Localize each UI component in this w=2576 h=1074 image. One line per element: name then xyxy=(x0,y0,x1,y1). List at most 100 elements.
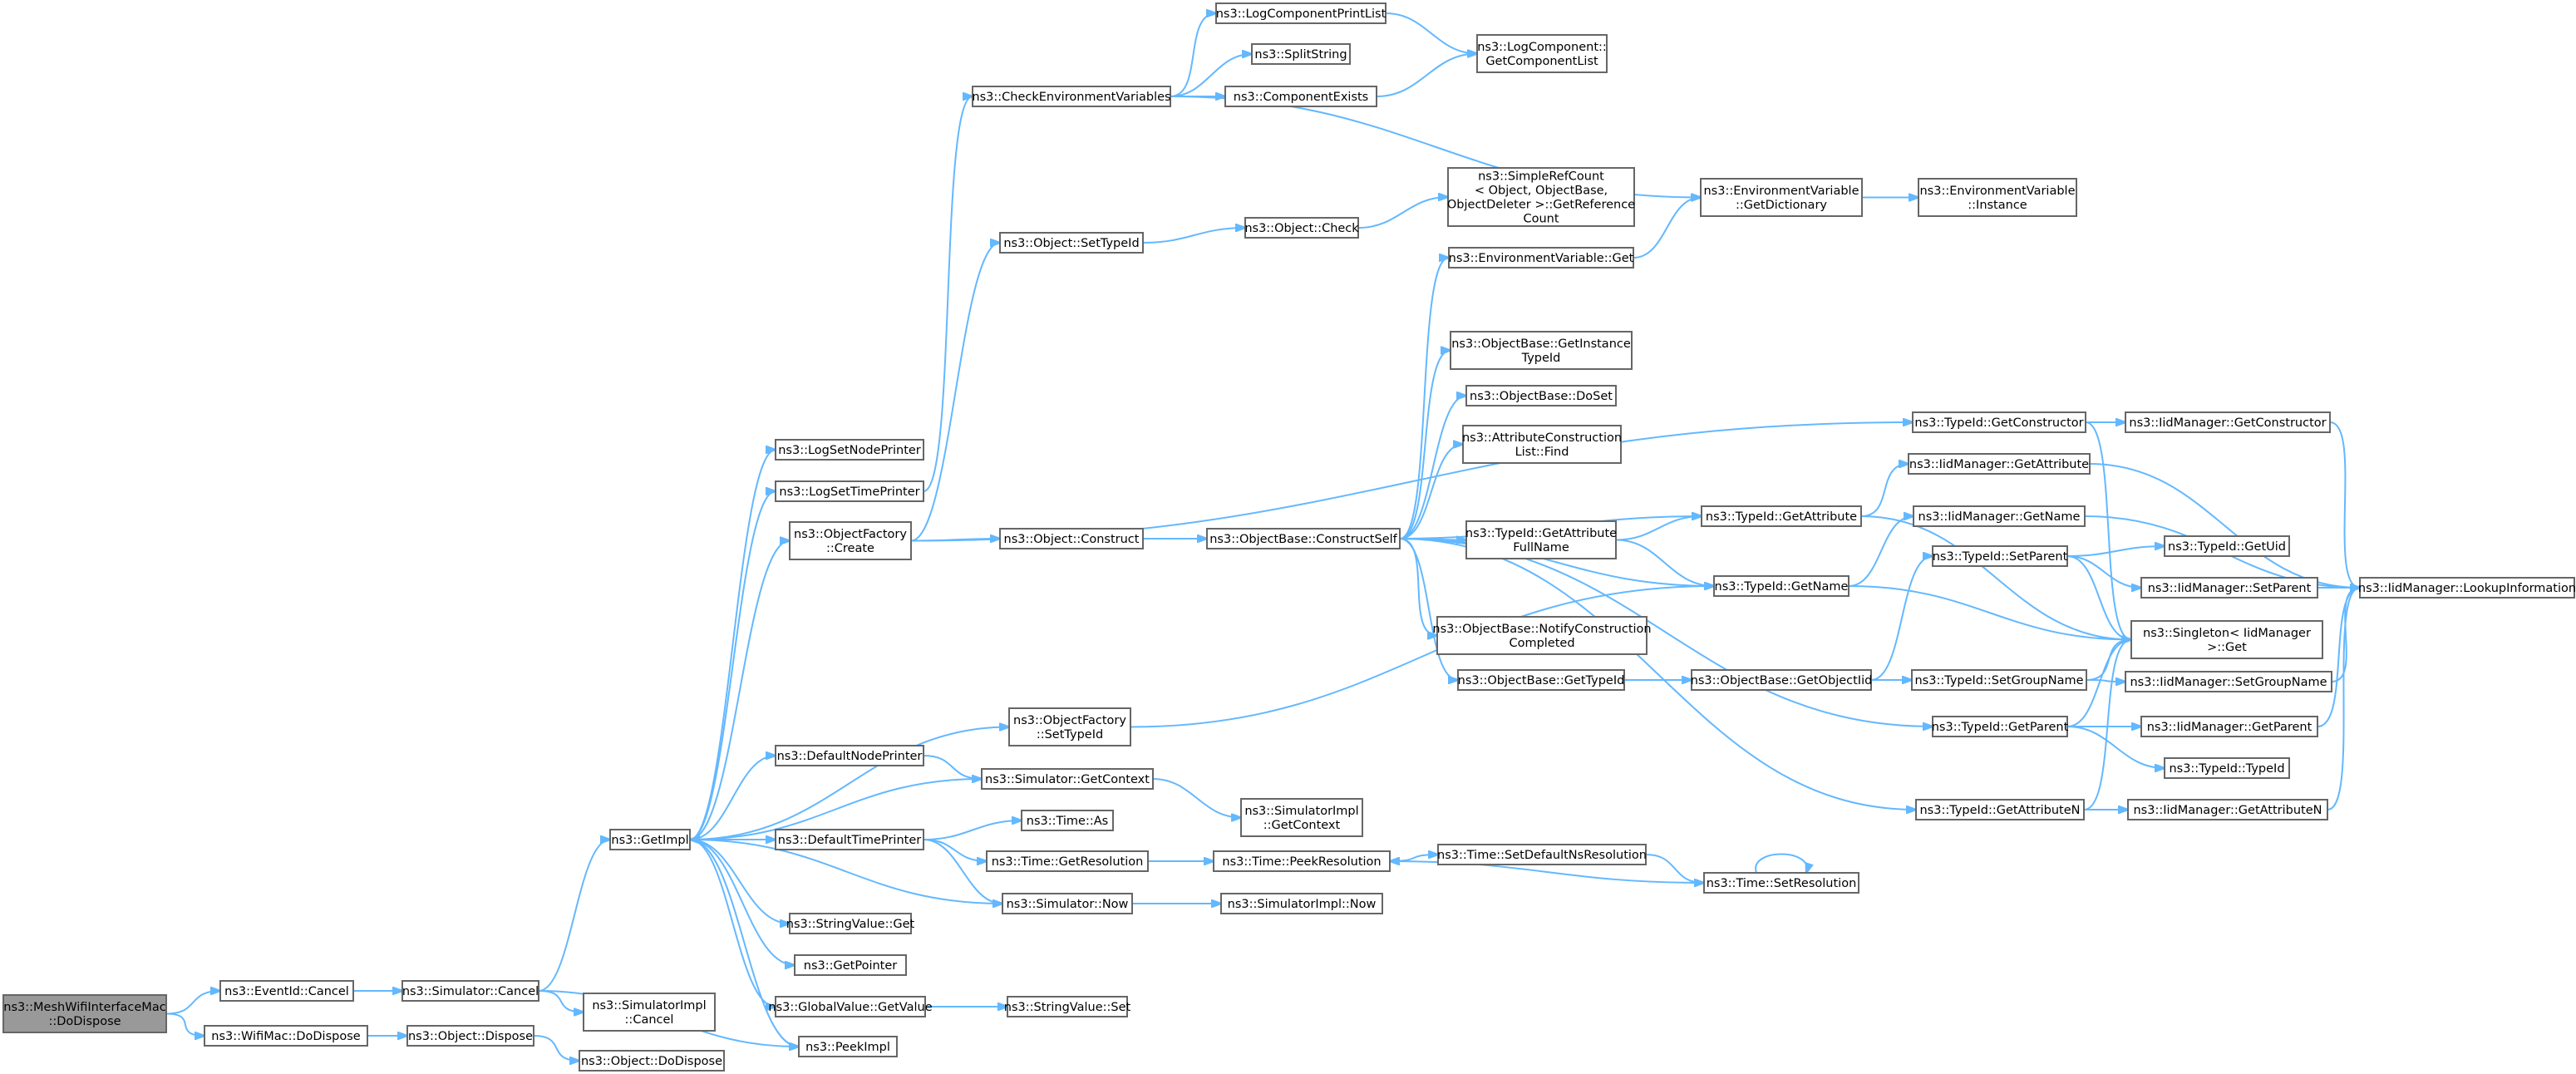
node-box xyxy=(401,980,539,1002)
node-root[interactable]: ns3::MeshWifiInterfaceMac::DoDispose xyxy=(2,994,167,1033)
node-sim-getcontext[interactable]: ns3::Simulator::GetContext xyxy=(981,768,1154,790)
node-typeid-getuid[interactable]: ns3::TypeId::GetUid xyxy=(2164,535,2290,557)
node-box xyxy=(1911,669,2087,691)
node-simimpl-getcontext[interactable]: ns3::SimulatorImpl::GetContext xyxy=(1240,798,1363,837)
node-peekimpl[interactable]: ns3::PeekImpl xyxy=(798,1036,898,1057)
node-sim-cancel[interactable]: ns3::Simulator::Cancel xyxy=(401,980,539,1002)
node-obj-dispose[interactable]: ns3::Object::Dispose xyxy=(406,1025,534,1047)
node-label: < Object, ObjectBase, xyxy=(1475,185,1608,198)
edge-typeid-setparent-to-singleton-get xyxy=(2066,555,2131,640)
node-default-timeprinter[interactable]: ns3::DefaultTimePrinter xyxy=(775,829,924,850)
edge-objbase-constructself-to-objbase-getinstancetypeid xyxy=(1399,351,1451,539)
node-box xyxy=(2130,620,2323,659)
node-typeid-setparent[interactable]: ns3::TypeId::SetParent xyxy=(1932,545,2068,567)
node-objbase-getobjectiid[interactable]: ns3::ObjectBase::GetObjectIid xyxy=(1691,669,1873,691)
node-logcomp-getlist[interactable]: ns3::LogComponent::GetComponentList xyxy=(1476,34,1608,73)
node-time-peekresolution[interactable]: ns3::Time::PeekResolution xyxy=(1213,850,1391,872)
node-envvar-instance[interactable]: ns3::EnvironmentVariable::Instance xyxy=(1918,178,2077,217)
node-log-printlist[interactable]: ns3::LogComponentPrintList xyxy=(1215,2,1387,24)
node-label: ::SetTypeId xyxy=(1037,728,1103,741)
node-objbase-gettypeid[interactable]: ns3::ObjectBase::GetTypeId xyxy=(1457,669,1625,691)
node-box xyxy=(1465,520,1617,559)
edge-objbase-constructself-to-objbase-gettypeid xyxy=(1399,538,1458,680)
node-iidmgr-getconstructor[interactable]: ns3::IidManager::GetConstructor xyxy=(2125,411,2331,433)
node-simimpl-now[interactable]: ns3::SimulatorImpl::Now xyxy=(1220,893,1383,914)
node-sim-now[interactable]: ns3::Simulator::Now xyxy=(1002,893,1133,914)
node-component-exists[interactable]: ns3::ComponentExists xyxy=(1224,86,1377,107)
node-label: ::GetContext xyxy=(1263,819,1341,832)
node-time-as[interactable]: ns3::Time::As xyxy=(1021,810,1114,831)
node-envvar-get[interactable]: ns3::EnvironmentVariable::Get xyxy=(1448,247,1634,268)
edge-objbase-constructself-to-attrconstruction-find xyxy=(1399,445,1463,539)
node-objbase-doset[interactable]: ns3::ObjectBase::DoSet xyxy=(1465,385,1617,406)
node-objfactory-settypeid[interactable]: ns3::ObjectFactory::SetTypeId xyxy=(1008,707,1131,746)
node-label: ns3::ObjectBase::ConstructSelf xyxy=(1209,533,1397,546)
edge-iidmgr-getconstructor-to-iidmgr-lookup xyxy=(2329,421,2360,588)
edge-getimpl-to-objfactory-settypeid xyxy=(689,727,1009,840)
node-eventid-cancel[interactable]: ns3::EventId::Cancel xyxy=(219,980,354,1002)
node-typeid-getattributen[interactable]: ns3::TypeId::GetAttributeN xyxy=(1915,799,2085,820)
node-splitstring[interactable]: ns3::SplitString xyxy=(1251,43,1351,65)
node-iidmgr-getattributen[interactable]: ns3::IidManager::GetAttributeN xyxy=(2127,799,2328,820)
node-typeid-typeid[interactable]: ns3::TypeId::TypeId xyxy=(2164,757,2290,779)
node-box xyxy=(1701,505,1862,527)
node-typeid-getconstructor[interactable]: ns3::TypeId::GetConstructor xyxy=(1912,411,2086,433)
node-obj-settypeid[interactable]: ns3::Object::SetTypeId xyxy=(999,232,1144,254)
node-simplerefcount[interactable]: ns3::SimpleRefCount< Object, ObjectBase,… xyxy=(1447,167,1635,227)
node-envvar-getdict[interactable]: ns3::EnvironmentVariable::GetDictionary xyxy=(1700,178,1863,217)
node-getpointer[interactable]: ns3::GetPointer xyxy=(794,954,907,976)
node-check-env[interactable]: ns3::CheckEnvironmentVariables xyxy=(972,86,1171,107)
node-box xyxy=(2140,716,2318,737)
edge-typeid-getattributefullname-to-typeid-getname xyxy=(1615,539,1714,587)
node-time-getresolution[interactable]: ns3::Time::GetResolution xyxy=(986,850,1149,872)
node-label: ns3::GetPointer xyxy=(804,959,898,973)
node-getimpl[interactable]: ns3::GetImpl xyxy=(609,829,691,850)
node-globalvalue-getvalue[interactable]: ns3::GlobalValue::GetValue xyxy=(768,996,933,1017)
node-objbase-notify[interactable]: ns3::ObjectBase::NotifyConstructionCompl… xyxy=(1432,616,1652,655)
node-typeid-getparent[interactable]: ns3::TypeId::GetParent xyxy=(1932,716,2069,737)
node-iidmgr-lookup[interactable]: ns3::IidManager::LookupInformation xyxy=(2358,577,2576,599)
node-box xyxy=(789,913,912,934)
node-label: ns3::Object::Dispose xyxy=(408,1030,533,1043)
node-singleton-get[interactable]: ns3::Singleton< IidManager>::Get xyxy=(2130,620,2323,659)
node-obj-construct[interactable]: ns3::Object::Construct xyxy=(999,528,1144,549)
node-time-setdefaultns[interactable]: ns3::Time::SetDefaultNsResolution xyxy=(1437,844,1647,865)
node-box xyxy=(1450,331,1633,370)
node-stringvalue-get[interactable]: ns3::StringValue::Get xyxy=(786,913,915,934)
node-simimpl-cancel[interactable]: ns3::SimulatorImpl::Cancel xyxy=(583,993,716,1032)
node-box xyxy=(2,994,167,1033)
node-objfactory-create[interactable]: ns3::ObjectFactory::Create xyxy=(789,521,912,560)
node-typeid-getname[interactable]: ns3::TypeId::GetName xyxy=(1713,575,1849,597)
node-log-nodeprinter[interactable]: ns3::LogSetNodePrinter xyxy=(775,439,924,461)
node-label: ns3::CheckEnvironmentVariables xyxy=(972,91,1170,104)
node-label: GetComponentList xyxy=(1485,55,1598,68)
node-typeid-getattribute[interactable]: ns3::TypeId::GetAttribute xyxy=(1701,505,1862,527)
node-iidmgr-getparent[interactable]: ns3::IidManager::GetParent xyxy=(2140,716,2318,737)
node-iidmgr-getname[interactable]: ns3::IidManager::GetName xyxy=(1913,505,2086,527)
node-default-nodeprinter[interactable]: ns3::DefaultNodePrinter xyxy=(775,745,924,766)
node-box xyxy=(2164,757,2290,779)
node-stringvalue-set[interactable]: ns3::StringValue::Set xyxy=(1004,996,1131,1017)
node-objbase-constructself[interactable]: ns3::ObjectBase::ConstructSelf xyxy=(1206,528,1401,549)
node-box xyxy=(1213,850,1391,872)
edge-root-to-eventid-cancel xyxy=(165,991,220,1015)
node-typeid-setgroupname[interactable]: ns3::TypeId::SetGroupName xyxy=(1911,669,2087,691)
node-box xyxy=(1448,247,1634,268)
node-obj-dodispose[interactable]: ns3::Object::DoDispose xyxy=(579,1050,725,1072)
node-iidmgr-setgroupname[interactable]: ns3::IidManager::SetGroupName xyxy=(2125,671,2332,692)
node-label: ns3::DefaultTimePrinter xyxy=(778,834,921,847)
edge-typeid-getname-to-iidmgr-getname xyxy=(1848,516,1914,587)
node-time-setresolution[interactable]: ns3::Time::SetResolution xyxy=(1703,872,1859,894)
node-obj-check[interactable]: ns3::Object::Check xyxy=(1244,217,1359,239)
edge-check-env-to-splitstring xyxy=(1170,54,1252,97)
node-box xyxy=(1447,167,1635,227)
node-iidmgr-getattribute[interactable]: ns3::IidManager::GetAttribute xyxy=(1908,453,2091,475)
node-iidmgr-setparent[interactable]: ns3::IidManager::SetParent xyxy=(2140,577,2318,599)
node-label: ns3::Simulator::Cancel xyxy=(402,985,539,998)
node-log-timeprinter[interactable]: ns3::LogSetTimePrinter xyxy=(775,480,924,502)
node-wifimac-dodispose[interactable]: ns3::WifiMac::DoDispose xyxy=(204,1025,368,1047)
node-label: ns3::TypeId::GetAttributeN xyxy=(1919,804,2080,817)
